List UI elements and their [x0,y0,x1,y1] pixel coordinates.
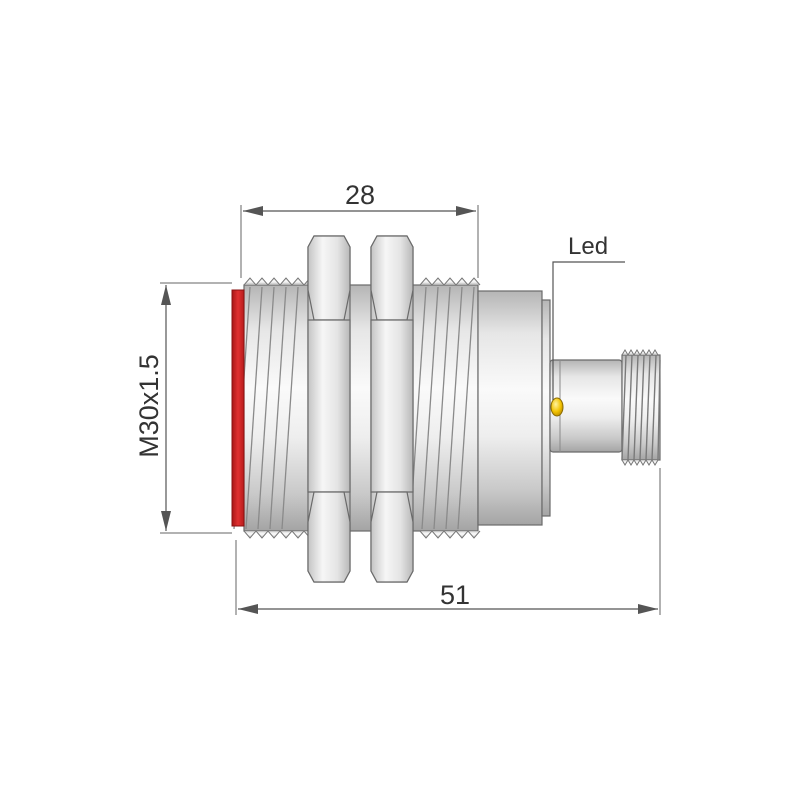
sensing-face [231,289,245,527]
dimension-28: 28 [243,180,476,216]
led-callout: Led [552,233,625,400]
thread-length-label: 28 [345,180,375,210]
rear-housing [477,290,543,526]
sensor-body [231,235,661,583]
thread-crests [243,277,481,539]
thread-spec-label: M30x1.5 [134,354,164,458]
threaded-barrel [243,284,479,532]
total-length-label: 51 [440,580,470,610]
led-indicator [550,397,564,417]
hex-nut-right [370,235,414,583]
connector-thread [621,349,661,466]
led-label: Led [568,233,608,260]
hex-nut-left [307,235,351,583]
extension-lines [160,205,661,615]
dimension-m30: M30x1.5 [134,285,171,531]
rear-housing-step [541,299,551,517]
dimension-51: 51 [238,580,658,614]
